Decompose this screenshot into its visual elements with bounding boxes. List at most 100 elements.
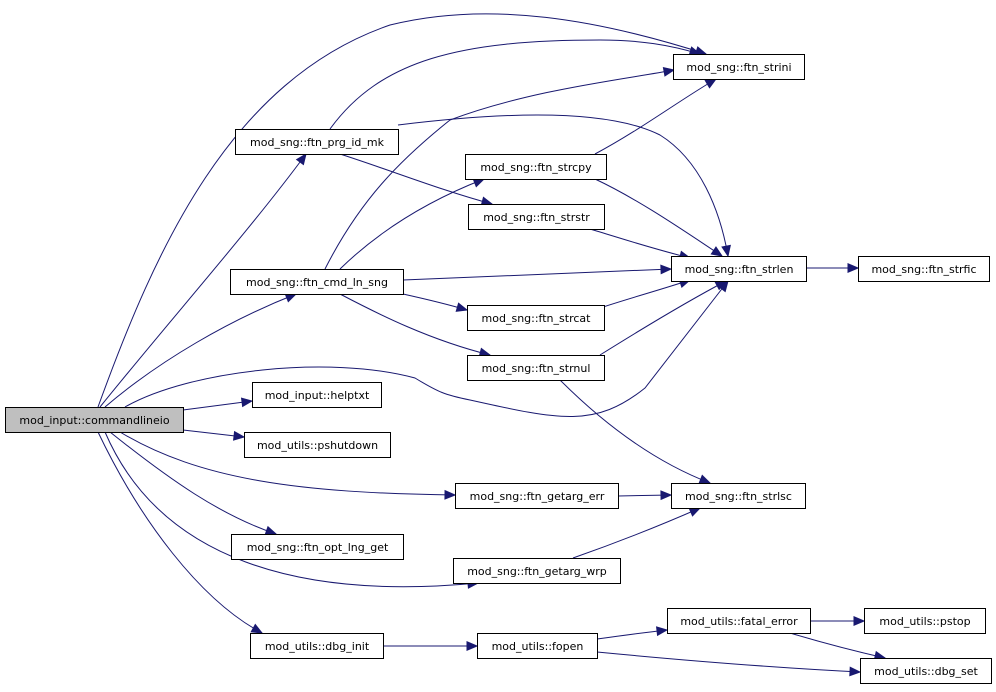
edge-cmd_ln_sng-to-strlen [402,264,673,281]
edge-fatal_error-to-pstop [810,616,866,626]
node-box[interactable] [235,129,399,155]
edge-cmd_ln_sng-to-strcat [402,293,469,312]
node-strstr[interactable]: mod_sng::ftn_strstr [468,204,605,230]
edge-fopen-to-fatal_error [596,626,669,640]
edge-line [99,153,307,408]
edge-cmd_ln_sng-to-strcpy [339,178,486,270]
node-box[interactable] [453,558,621,584]
node-prg_id_mk[interactable]: mod_sng::ftn_prg_id_mk [235,129,399,155]
node-dbg_init[interactable]: mod_utils::dbg_init [250,633,384,659]
arrowhead-icon [849,666,862,677]
node-fopen[interactable]: mod_utils::fopen [477,633,598,659]
node-box[interactable] [467,305,605,331]
arrowhead-icon [721,244,731,258]
node-fatal_error[interactable]: mod_utils::fatal_error [667,608,811,634]
edge-line [572,507,701,559]
node-label: mod_input::commandlineio [19,414,169,427]
node-box[interactable] [230,269,404,295]
edge-commandlineio-to-dbg_init [97,431,264,634]
node-label: mod_utils::fatal_error [680,615,798,628]
edge-line [329,39,701,130]
node-cmd_ln_sng[interactable]: mod_sng::ftn_cmd_ln_sng [230,269,404,295]
node-box[interactable] [477,633,598,659]
node-box[interactable] [468,204,605,230]
edge-line [119,431,456,496]
edge-line [594,178,723,257]
edge-line [124,280,729,417]
node-getarg_wrp[interactable]: mod_sng::ftn_getarg_wrp [453,558,621,584]
edge-strcat-to-strlen [599,278,692,309]
edge-getarg_wrp-to-strlsc [572,507,702,559]
arrowhead-icon [656,626,669,637]
edge-dbg_init-to-fopen [383,641,479,651]
edge-line [596,629,668,640]
node-box[interactable] [864,608,986,634]
edge-commandlineio-to-strlen [124,279,729,417]
edge-line [599,279,691,309]
node-label: mod_sng::ftn_strfic [871,263,976,276]
node-label: mod_sng::ftn_cmd_ln_sng [246,276,388,289]
edge-strlen-to-strfic [806,263,860,273]
node-box[interactable] [244,432,391,458]
edge-cmd_ln_sng-to-strini [324,66,676,270]
arrowhead-icon [698,474,712,484]
edge-commandlineio-to-pshutdown [182,429,246,441]
node-strfic[interactable]: mod_sng::ftn_strfic [858,256,990,282]
node-label: mod_sng::ftn_prg_id_mk [250,136,385,149]
node-pshutdown[interactable]: mod_utils::pshutdown [244,432,391,458]
node-dbg_set[interactable]: mod_utils::dbg_set [860,658,992,684]
node-strlsc[interactable]: mod_sng::ftn_strlsc [671,483,806,509]
edge-line [104,293,297,408]
arrowhead-icon [710,246,724,257]
nodes-layer: mod_input::commandlineiomod_sng::ftn_str… [5,54,992,684]
node-opt_lng_get[interactable]: mod_sng::ftn_opt_lng_get [231,534,404,560]
node-box[interactable] [5,407,184,433]
arrowhead-icon [264,525,278,536]
edge-line [97,431,263,634]
node-strcpy[interactable]: mod_sng::ftn_strcpy [465,154,607,180]
node-box[interactable] [467,355,605,381]
node-box[interactable] [673,54,805,80]
node-box[interactable] [671,483,806,509]
arrowhead-icon [660,490,673,501]
node-commandlineio[interactable]: mod_input::commandlineio [5,407,184,433]
node-pstop[interactable]: mod_utils::pstop [864,608,986,634]
node-box[interactable] [858,256,990,282]
node-box[interactable] [860,658,992,684]
node-box[interactable] [667,608,811,634]
arrowhead-icon [250,623,264,634]
node-label: mod_sng::ftn_strini [686,61,791,74]
node-box[interactable] [250,633,384,659]
edge-line [339,178,485,270]
node-label: mod_utils::dbg_init [265,640,370,653]
node-box[interactable] [455,483,619,509]
arrowhead-icon [853,616,866,626]
node-strcat[interactable]: mod_sng::ftn_strcat [467,305,605,331]
node-label: mod_sng::ftn_strcpy [480,161,592,174]
node-box[interactable] [465,154,607,180]
edge-line [339,153,493,205]
edge-line [594,78,717,155]
node-box[interactable] [252,382,382,408]
edge-commandlineio-to-cmd_ln_sng [104,293,298,408]
node-box[interactable] [671,256,807,282]
node-strini[interactable]: mod_sng::ftn_strini [673,54,805,80]
arrowhead-icon [847,263,860,273]
node-box[interactable] [231,534,404,560]
node-strlen[interactable]: mod_sng::ftn_strlen [671,256,807,282]
node-strnul[interactable]: mod_sng::ftn_strnul [467,355,605,381]
edge-line [104,431,479,588]
node-helptxt[interactable]: mod_input::helptxt [252,382,382,408]
edge-line [397,114,729,257]
edge-strnul-to-strlen [599,280,728,356]
edge-strcpy-to-strini [594,78,718,155]
edge-line [559,379,711,484]
node-label: mod_utils::pshutdown [257,439,378,452]
edge-fatal_error-to-dbg_set [789,632,887,661]
node-getarg_err[interactable]: mod_sng::ftn_getarg_err [455,483,619,509]
node-label: mod_sng::ftn_strstr [483,211,590,224]
node-label: mod_sng::ftn_opt_lng_get [247,541,389,554]
arrowhead-icon [662,66,676,77]
edge-line [596,651,861,673]
